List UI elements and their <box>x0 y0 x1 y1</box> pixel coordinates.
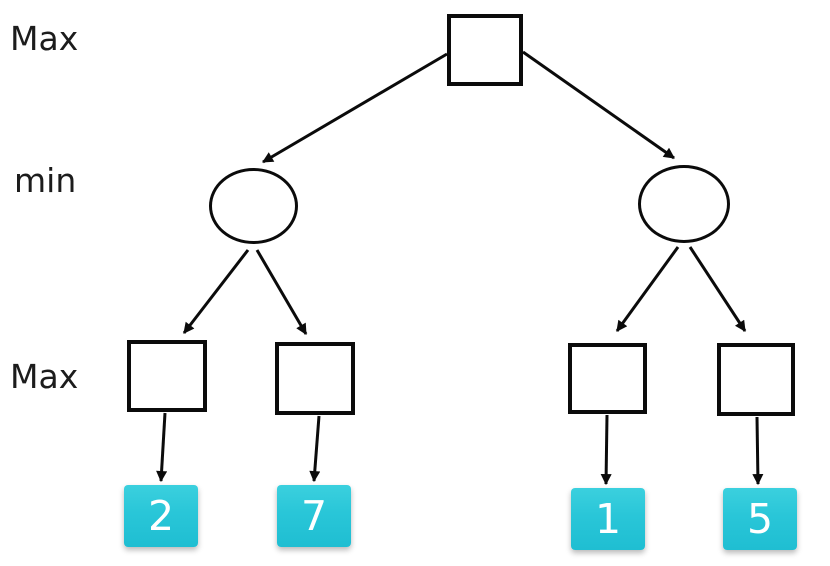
max-node-3 <box>568 343 647 414</box>
leaf-node-1: 2 <box>124 485 198 547</box>
max-node-4 <box>717 343 795 416</box>
edge-root-to-min-right <box>522 50 675 160</box>
edge-max1-to-leaf-2 <box>156 412 168 483</box>
row-label-max-bottom: Max <box>10 357 79 396</box>
max-node-2 <box>275 342 355 415</box>
root-max-node <box>447 14 523 86</box>
edge-max2-to-leaf-7 <box>309 415 321 483</box>
leaf-node-2: 7 <box>277 485 351 547</box>
leaf-node-3: 1 <box>571 488 645 550</box>
max-node-1 <box>127 340 207 412</box>
edge-minleft-to-max2 <box>255 249 308 335</box>
edge-minright-to-max3 <box>615 246 680 332</box>
leaf-node-4: 5 <box>723 488 797 550</box>
edge-max4-to-leaf-5 <box>752 416 764 486</box>
row-label-max-top: Max <box>10 19 79 58</box>
edge-max3-to-leaf-1 <box>600 414 612 486</box>
edge-minright-to-max4 <box>688 246 747 332</box>
edge-minleft-to-max1 <box>182 249 250 334</box>
edge-root-to-min-left <box>262 52 448 164</box>
row-label-min: min <box>14 161 77 200</box>
min-node-right <box>638 165 730 243</box>
min-node-left <box>209 168 298 244</box>
